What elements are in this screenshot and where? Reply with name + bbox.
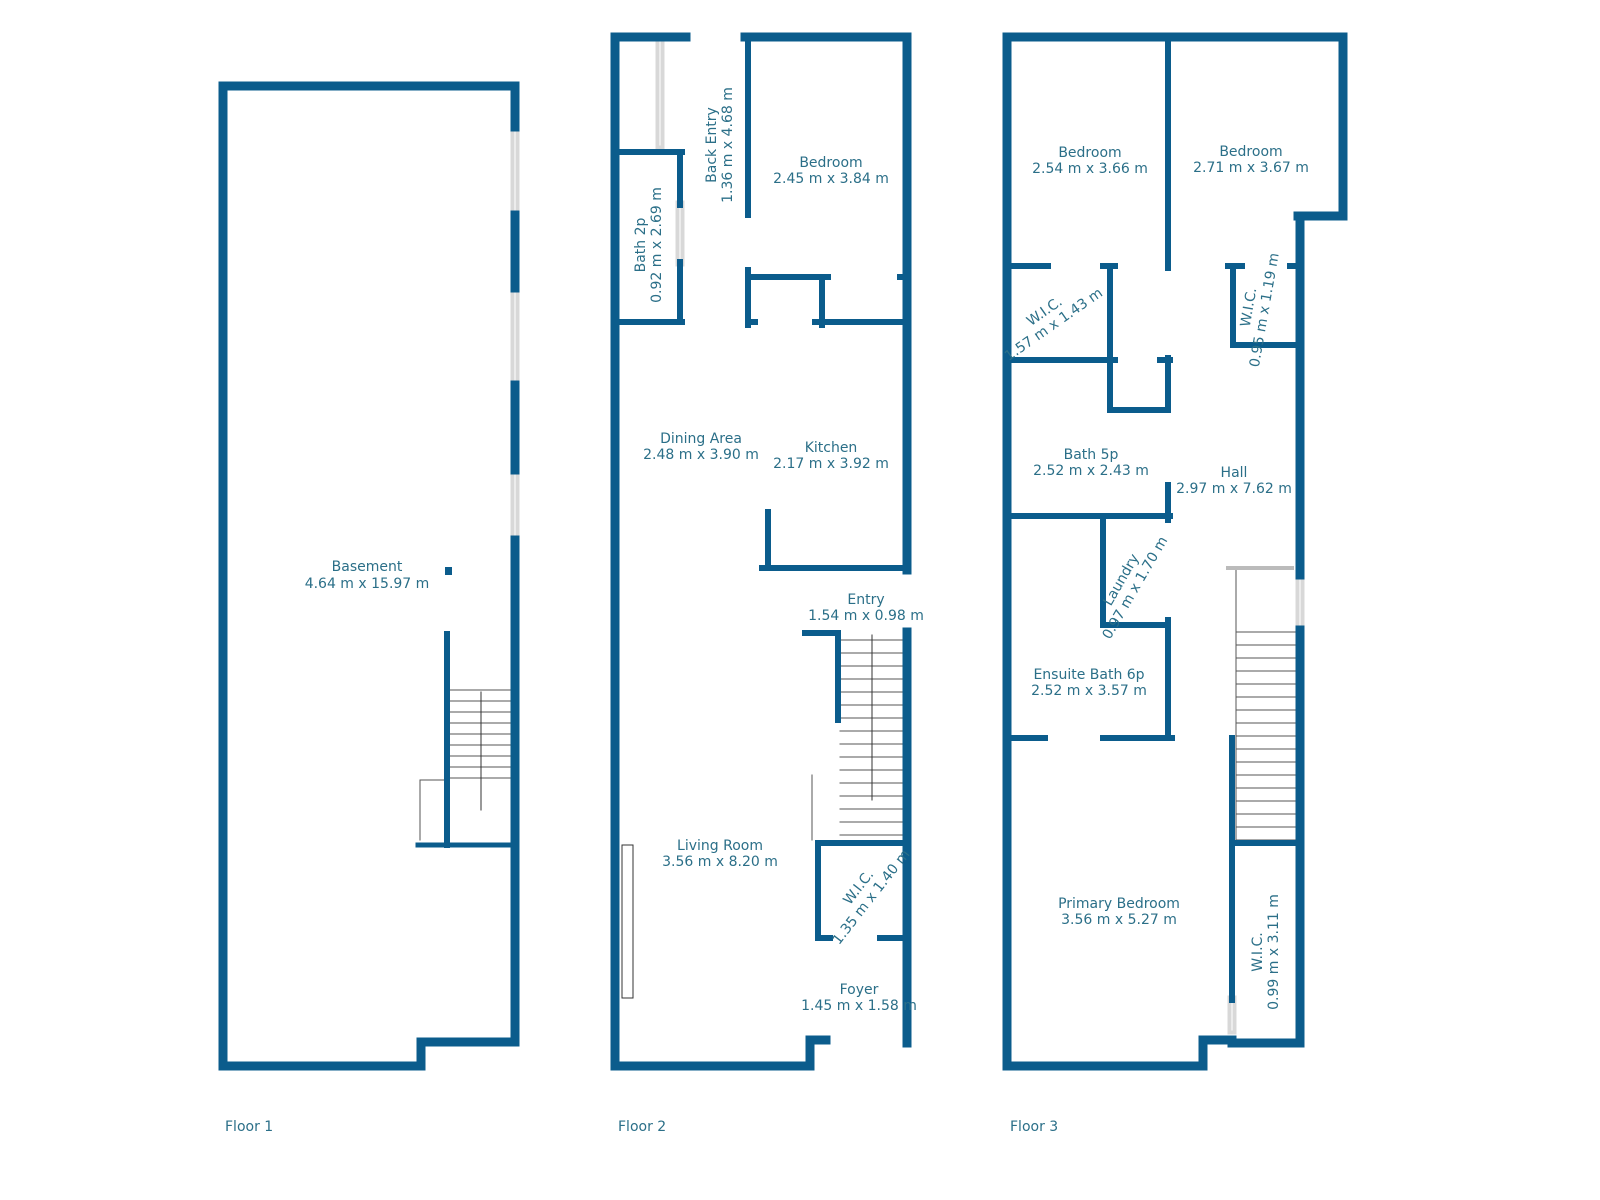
room-name-bedroom: Bedroom [799, 155, 862, 171]
room-name-entry: Entry [847, 592, 884, 608]
floor-label-2: Floor 2 [618, 1119, 666, 1135]
room-name-bedroom-b: Bedroom [1219, 144, 1282, 160]
room-name-back-entry: Back Entry [704, 107, 720, 183]
room-name-hall: Hall [1221, 465, 1248, 481]
room-dims-bedroom: 2.45 m x 3.84 m [773, 171, 889, 187]
room-dims-foyer: 1.45 m x 1.58 m [801, 998, 917, 1014]
room-name-bath-2p: Bath 2p [633, 217, 649, 272]
floor-label-1: Floor 1 [225, 1119, 273, 1135]
room-dims-kitchen: 2.17 m x 3.92 m [773, 456, 889, 472]
room-name-bath-5p: Bath 5p [1064, 447, 1119, 463]
room-dims-living-room: 3.56 m x 8.20 m [662, 854, 778, 870]
room-dims-ensuite-bath: 2.52 m x 3.57 m [1031, 683, 1147, 699]
room-name-wic-b: W.I.C. [1238, 286, 1261, 328]
room-name-wic-c: W.I.C. [1250, 932, 1266, 972]
room-name-kitchen: Kitchen [805, 440, 858, 456]
room-name-ensuite-bath: Ensuite Bath 6p [1033, 667, 1144, 683]
room-name-primary-bedroom: Primary Bedroom [1058, 896, 1180, 912]
room-dims-hall: 2.97 m x 7.62 m [1176, 481, 1292, 497]
room-name-foyer: Foyer [840, 982, 879, 998]
room-dims-dining-area: 2.48 m x 3.90 m [643, 447, 759, 463]
room-dims-entry: 1.54 m x 0.98 m [808, 608, 924, 624]
room-dims-wic-c: 0.99 m x 3.11 m [1266, 894, 1282, 1010]
room-name-living-room: Living Room [677, 838, 763, 854]
room-dims-back-entry: 1.36 m x 4.68 m [720, 87, 736, 203]
room-dims-bath-5p: 2.52 m x 2.43 m [1033, 463, 1149, 479]
room-dims-bedroom-a: 2.54 m x 3.66 m [1032, 161, 1148, 177]
floor-2: Back Entry 1.36 m x 4.68 m Bath 2p 0.92 … [618, 87, 924, 1135]
room-name-basement: Basement [332, 559, 403, 575]
room-name-bedroom-a: Bedroom [1058, 145, 1121, 161]
floor-1: Basement 4.64 m x 15.97 m Floor 1 [225, 559, 429, 1135]
room-dims-basement: 4.64 m x 15.97 m [305, 576, 430, 592]
support-post [445, 567, 452, 575]
room-dims-bedroom-b: 2.71 m x 3.67 m [1193, 160, 1309, 176]
floor-3: Bedroom 2.54 m x 3.66 m Bedroom 2.71 m x… [1002, 144, 1309, 1135]
stairs [419, 566, 1299, 999]
floor-label-3: Floor 3 [1010, 1119, 1058, 1135]
room-name-dining-area: Dining Area [660, 431, 742, 447]
fireplace [621, 844, 634, 999]
room-dims-primary-bedroom: 3.56 m x 5.27 m [1061, 912, 1177, 928]
walls [218, 32, 1348, 1071]
room-dims-bath-2p: 0.92 m x 2.69 m [649, 187, 665, 303]
